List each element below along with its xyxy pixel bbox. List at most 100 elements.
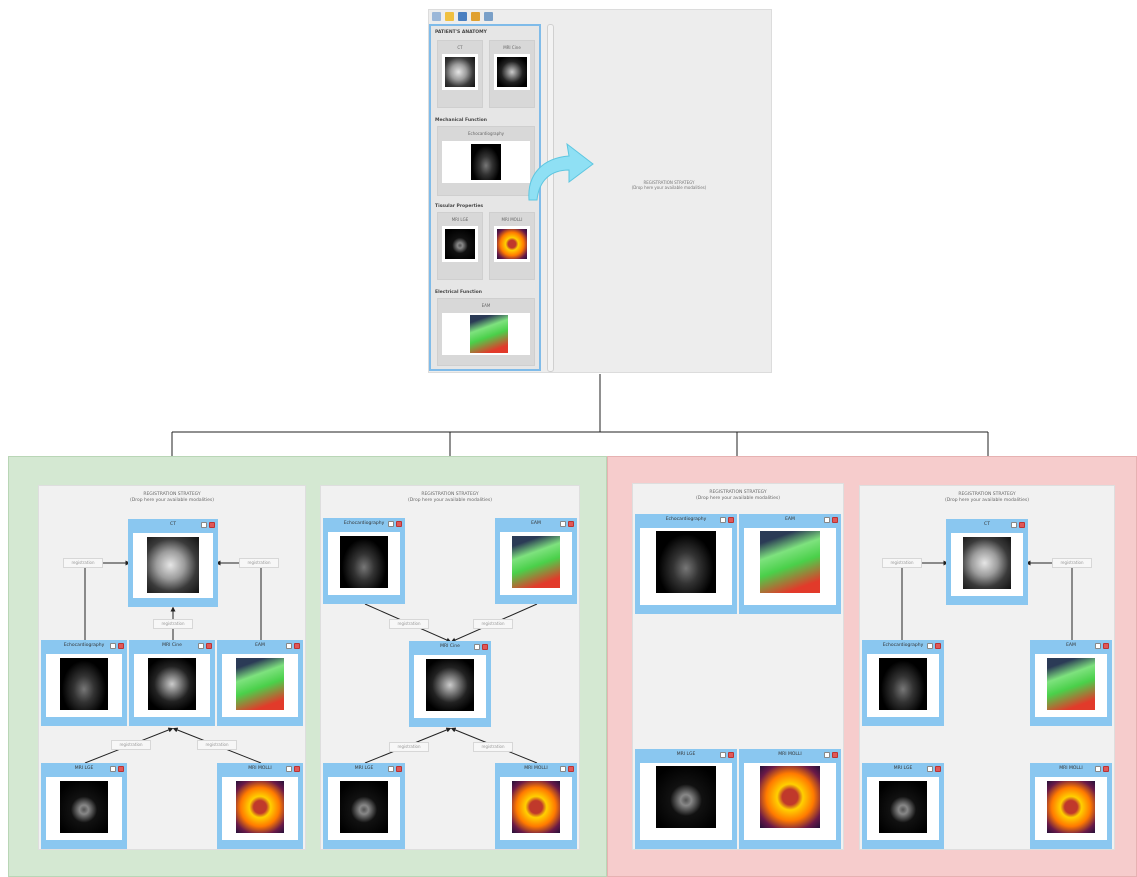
mri-cine-image [426, 659, 474, 711]
close-button[interactable] [935, 766, 941, 772]
modality-card-echocardiography[interactable]: Echocardiography [862, 640, 944, 726]
minimize-button[interactable] [560, 766, 566, 772]
registration-button[interactable]: registration [882, 558, 922, 568]
mri-molli-thumbnail [497, 229, 527, 259]
minimize-button[interactable] [198, 643, 204, 649]
eam-image [236, 658, 284, 710]
modality-card-mri-lge[interactable]: MRI LGE [635, 749, 737, 849]
modality-card-mri-molli[interactable]: MRI MOLLI [739, 749, 841, 849]
registration-button[interactable]: registration [153, 619, 193, 629]
modality-card-mri-lge[interactable]: MRI LGE [862, 763, 944, 849]
close-button[interactable] [568, 766, 574, 772]
registration-button[interactable]: registration [239, 558, 279, 568]
modality-card-mri-lge[interactable]: MRI LGE [41, 763, 127, 849]
palette-card-echocardiography[interactable]: Echocardiography [437, 126, 535, 196]
registration-button[interactable]: registration [473, 742, 513, 752]
close-button[interactable] [832, 517, 838, 523]
splitter-handle[interactable] [547, 24, 554, 372]
modality-card-mri-molli[interactable]: MRI MOLLI [1030, 763, 1112, 849]
minimize-button[interactable] [720, 752, 726, 758]
minimize-button[interactable] [201, 522, 207, 528]
minimize-button[interactable] [474, 644, 480, 650]
modality-card-eam[interactable]: EAM [217, 640, 303, 726]
registration-button[interactable]: registration [389, 742, 429, 752]
drop-area[interactable]: REGISTRATION STRATEGY (Drop here your av… [569, 180, 769, 190]
registration-button[interactable]: registration [473, 619, 513, 629]
modality-card-ct[interactable]: CT [946, 519, 1028, 605]
open-icon[interactable] [445, 12, 454, 21]
save-icon[interactable] [458, 12, 467, 21]
modality-card-eam[interactable]: EAM [495, 518, 577, 604]
close-button[interactable] [728, 752, 734, 758]
strategy-panel-4[interactable]: REGISTRATION STRATEGY (Drop here your av… [859, 485, 1115, 850]
modality-card-mri-molli[interactable]: MRI MOLLI [495, 763, 577, 849]
close-button[interactable] [118, 766, 124, 772]
palette-card-label: MRI Cine [503, 45, 521, 50]
strategy-panel-2[interactable]: REGISTRATION STRATEGY (Drop here your av… [320, 485, 580, 850]
close-button[interactable] [294, 766, 300, 772]
close-button[interactable] [1019, 522, 1025, 528]
close-button[interactable] [568, 521, 574, 527]
ct-thumbnail [445, 57, 475, 87]
close-button[interactable] [209, 522, 215, 528]
modality-card-eam[interactable]: EAM [739, 514, 841, 614]
close-button[interactable] [832, 752, 838, 758]
minimize-button[interactable] [110, 766, 116, 772]
echo-image [879, 658, 927, 710]
strategy-subtitle: (Drop here your available modalities) [407, 498, 492, 503]
registration-button[interactable]: registration [197, 740, 237, 750]
close-button[interactable] [294, 643, 300, 649]
close-button[interactable] [118, 643, 124, 649]
minimize-button[interactable] [388, 766, 394, 772]
close-button[interactable] [396, 766, 402, 772]
new-icon[interactable] [432, 12, 441, 21]
close-button[interactable] [728, 517, 734, 523]
registration-button[interactable]: registration [63, 558, 103, 568]
strategy-panel-1[interactable]: REGISTRATION STRATEGY (Drop here your av… [38, 485, 306, 850]
minimize-button[interactable] [286, 766, 292, 772]
registration-button[interactable]: registration [111, 740, 151, 750]
minimize-button[interactable] [1095, 643, 1101, 649]
modality-card-ct[interactable]: CT [128, 519, 218, 607]
minimize-button[interactable] [824, 517, 830, 523]
close-button[interactable] [1103, 643, 1109, 649]
modality-card-mri-cine[interactable]: MRI Cine [409, 641, 491, 727]
minimize-button[interactable] [1095, 766, 1101, 772]
minimize-button[interactable] [110, 643, 116, 649]
close-button[interactable] [482, 644, 488, 650]
modality-card-eam[interactable]: EAM [1030, 640, 1112, 726]
minimize-button[interactable] [388, 521, 394, 527]
minimize-button[interactable] [927, 643, 933, 649]
section-title-tissular: Tissular Properties [435, 204, 484, 209]
palette-card-mri-molli[interactable]: MRI MOLLI [489, 212, 535, 280]
close-button[interactable] [396, 521, 402, 527]
palette-card-eam[interactable]: EAM [437, 298, 535, 366]
close-button[interactable] [206, 643, 212, 649]
palette-card-mri-lge[interactable]: MRI LGE [437, 212, 483, 280]
minimize-button[interactable] [824, 752, 830, 758]
modality-card-echocardiography[interactable]: Echocardiography [323, 518, 405, 604]
registration-button[interactable]: registration [389, 619, 429, 629]
close-button[interactable] [935, 643, 941, 649]
registration-button[interactable]: registration [1052, 558, 1092, 568]
modality-card-echocardiography[interactable]: Echocardiography [635, 514, 737, 614]
modality-card-mri-lge[interactable]: MRI LGE [323, 763, 405, 849]
minimize-button[interactable] [1011, 522, 1017, 528]
mri-molli-image [512, 781, 560, 833]
minimize-button[interactable] [286, 643, 292, 649]
modality-card-mri-cine[interactable]: MRI Cine [129, 640, 215, 726]
export-icon[interactable] [471, 12, 480, 21]
minimize-button[interactable] [927, 766, 933, 772]
minimize-button[interactable] [720, 517, 726, 523]
strategy-title: REGISTRATION STRATEGY [958, 492, 1016, 497]
close-button[interactable] [1103, 766, 1109, 772]
echo-image [340, 536, 388, 588]
minimize-button[interactable] [560, 521, 566, 527]
modality-card-echocardiography[interactable]: Echocardiography [41, 640, 127, 726]
strategy-panel-3[interactable]: REGISTRATION STRATEGY (Drop here your av… [632, 483, 844, 850]
palette-card-ct[interactable]: CT [437, 40, 483, 108]
settings-icon[interactable] [484, 12, 493, 21]
palette-card-mri-cine[interactable]: MRI Cine [489, 40, 535, 108]
modality-card-mri-molli[interactable]: MRI MOLLI [217, 763, 303, 849]
